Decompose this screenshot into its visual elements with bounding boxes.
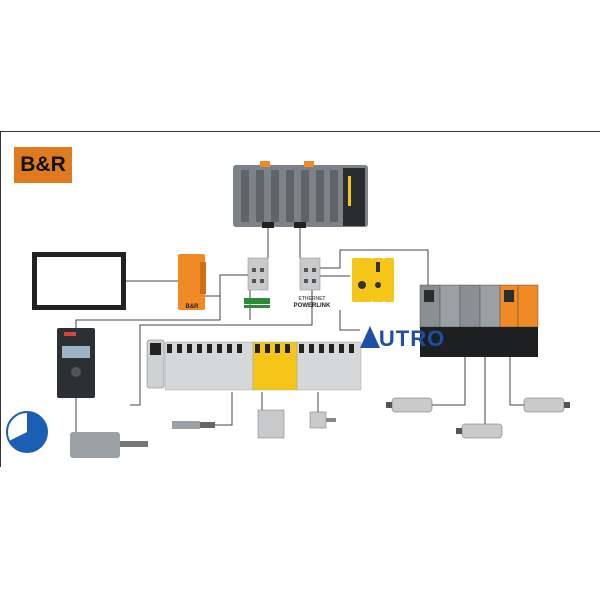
watermark-arrow-icon bbox=[360, 326, 380, 348]
servo-motor-1 bbox=[386, 397, 433, 413]
link-hmi-drive bbox=[75, 295, 221, 330]
proximity-sensor bbox=[172, 421, 215, 429]
hmi-pc bbox=[178, 254, 206, 310]
safety-controller bbox=[352, 258, 394, 302]
io-module-strip bbox=[146, 339, 362, 391]
switch-2 bbox=[299, 257, 321, 291]
fieldbus-sub-label: ETHERNET bbox=[298, 296, 326, 302]
link-switch2-io bbox=[130, 290, 313, 406]
servo-motor-3 bbox=[523, 397, 570, 413]
plc-controller bbox=[233, 161, 368, 228]
photo-sensor bbox=[309, 411, 336, 429]
link-switch2-drives bbox=[320, 249, 429, 285]
link-hmi-switch1 bbox=[219, 274, 248, 296]
br-logo: B&R bbox=[14, 147, 72, 183]
position-sensor bbox=[257, 409, 285, 439]
link-io-sensor1 bbox=[215, 392, 233, 426]
servo-drive-rack bbox=[419, 284, 539, 357]
link-servo1 bbox=[430, 357, 466, 406]
fieldbus-ethernet-logo bbox=[244, 298, 270, 308]
link-servo3 bbox=[509, 357, 525, 406]
ac-motor bbox=[70, 432, 148, 458]
link-safety-drop bbox=[339, 310, 360, 331]
loading-pie-icon bbox=[6, 411, 48, 453]
diagram-frame bbox=[0, 131, 600, 467]
hmi-panel bbox=[32, 252, 126, 310]
frequency-inverter bbox=[57, 328, 95, 398]
watermark-text: AUTRO bbox=[362, 326, 446, 351]
switch-1 bbox=[247, 257, 269, 291]
fieldbus-label: POWERLINK bbox=[293, 303, 331, 309]
servo-motor-2 bbox=[456, 423, 503, 439]
hmi-brand-label: B&R bbox=[185, 304, 199, 310]
